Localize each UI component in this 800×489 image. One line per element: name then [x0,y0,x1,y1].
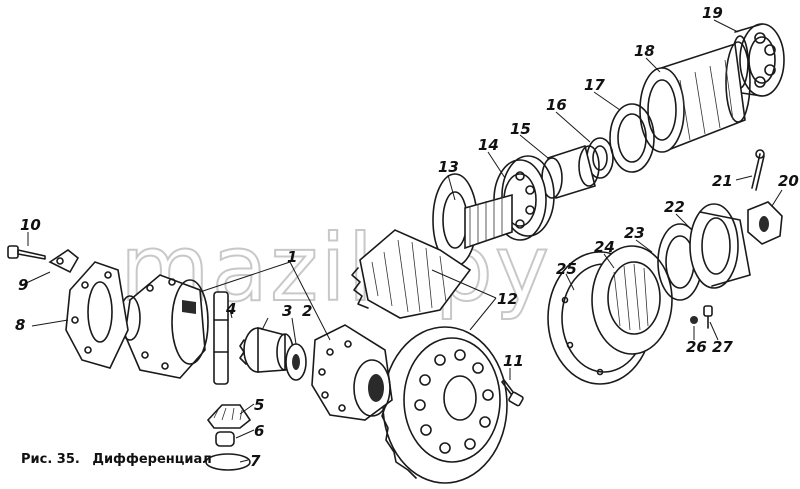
part-11-bolt [501,379,524,407]
callout-21: 21 [712,172,733,190]
part-9-lock-plate [48,249,80,274]
part-22-bearing-cap [689,203,751,289]
part-24-cover [591,245,673,355]
part-3-side-gear [239,326,294,373]
callout-15: 15 [510,120,531,138]
part-19-bearing [731,23,785,97]
callout-8: 8 [15,316,25,334]
callout-7: 7 [250,452,261,470]
part-2-thrust-washer [285,343,307,381]
callout-14: 14 [478,136,499,154]
callout-13: 13 [438,158,459,176]
part-1-case-right [311,324,393,421]
callout-16: 16 [546,96,567,114]
part-18-housing [639,41,751,153]
part-8-flange [65,261,129,369]
leader-lines [21,19,783,463]
part-20-nut [747,201,783,245]
callout-6: 6 [254,422,264,440]
callout-5: 5 [254,396,264,414]
callout-24: 24 [594,238,615,256]
part-12-ring-gear [379,326,508,484]
caption-title: Дифференциал [92,452,212,467]
callout-17: 17 [584,76,605,94]
part-21-cotter-pin [751,149,765,191]
callout-20: 20 [778,172,799,190]
callout-19: 19 [702,4,723,22]
callout-18: 18 [634,42,655,60]
callout-25: 25 [556,260,577,278]
callout-2: 2 [302,302,312,320]
part-10-bolt [7,245,46,260]
callout-3: 3 [282,302,292,320]
callout-11: 11 [503,352,524,370]
callout-labels: 1 2 3 4 5 6 7 8 9 10 11 12 13 14 15 16 1… [15,4,799,470]
part-17-ring [609,103,655,173]
callout-26: 26 [686,338,707,356]
callout-9: 9 [18,276,28,294]
callout-23: 23 [624,224,645,242]
callout-22: 22 [664,198,685,216]
callout-1: 1 [287,248,297,266]
callout-12: 12 [497,290,518,308]
part-6-bushing [215,431,235,447]
part-13-drive-pinion [351,173,513,319]
caption-prefix: Рис. 35. [21,452,80,467]
part-7-washer [205,453,251,471]
part-15-sleeve [541,144,600,200]
callout-10: 10 [20,216,41,234]
figure-caption: Рис. 35. Дифференциал [21,452,220,467]
callout-27: 27 [712,338,733,356]
part-26-bolt [690,316,698,324]
part-4-cross-shaft [213,291,229,385]
part-1-case-left [119,274,209,379]
part-27-bolt [703,305,713,329]
callout-4: 4 [225,300,236,318]
part-5-pinion-gear [206,404,252,429]
